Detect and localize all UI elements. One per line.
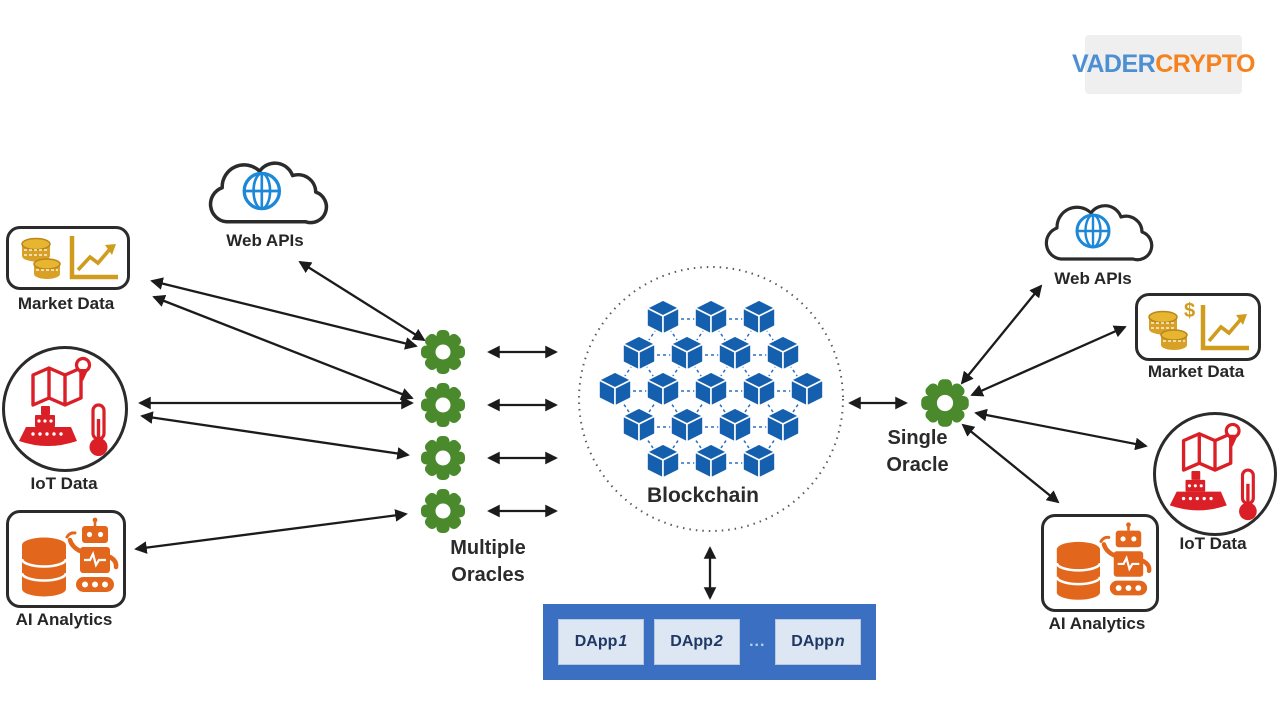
iot-data-left-node <box>2 346 128 472</box>
ai-analytics-left-node <box>6 510 126 608</box>
market-data-left-node <box>6 226 130 290</box>
thermometer-icon <box>1239 468 1257 521</box>
arrow-singleoracle-iot-right <box>974 408 1148 451</box>
dapp-2-suffix: 2 <box>713 633 723 650</box>
single-oracle-line2: Oracle <box>886 454 949 476</box>
robot-icon <box>65 517 119 592</box>
market-data-left-label: Market Data <box>17 294 115 313</box>
blockchain-cube-icon <box>718 407 752 443</box>
blockchain-cube-icon <box>694 371 728 407</box>
oracle-gear-icon-3 <box>421 436 465 480</box>
logo-text-vader: VADER <box>1072 50 1156 78</box>
blockchain-cube-icon <box>646 299 680 335</box>
oracle-gear-icon-1 <box>421 330 465 374</box>
dapps-ellipsis: ... <box>749 633 766 650</box>
arrow-webapis-left-oracle1 <box>298 260 426 342</box>
web-apis-right-label: Web APIs <box>1054 269 1132 288</box>
dollar-sign: $ <box>1184 300 1195 322</box>
location-pin-icon <box>1224 422 1241 447</box>
arrow-singleoracle-webapis-right <box>960 284 1043 385</box>
oracle-gear-icon-4 <box>421 489 465 533</box>
thermometer-icon <box>89 403 108 456</box>
blockchain-cube-icon <box>718 335 752 371</box>
blockchain-cube-icon <box>598 371 632 407</box>
arrow-marketdata-left-oracle1 <box>150 277 418 350</box>
blockchain-cube-icon <box>742 299 776 335</box>
dapp-n-suffix: n <box>834 633 845 650</box>
market-data-right-node: $ <box>1135 293 1261 361</box>
multiple-oracles-line2: Oracles <box>451 564 525 586</box>
market-data-right-icon: $ <box>1148 300 1249 351</box>
web-apis-cloud-icon <box>208 161 329 225</box>
blockchain-cube-icon <box>670 335 704 371</box>
blockchain-cube-icon <box>622 335 656 371</box>
blockchain-cube-icon <box>694 443 728 479</box>
dapp-1-suffix: 1 <box>618 633 628 650</box>
iot-data-right-node <box>1153 412 1277 536</box>
blockchain-cube-icon <box>622 407 656 443</box>
arrow-iot-left-oracle3 <box>140 411 410 460</box>
single-oracle-gear-icon <box>921 379 969 427</box>
iot-data-left-label: IoT Data <box>30 474 98 493</box>
ai-analytics-right-label: AI Analytics <box>1048 614 1146 633</box>
web-apis-right-cloud-icon <box>1044 204 1154 262</box>
ai-analytics-icon <box>20 517 119 597</box>
arrow-singleoracle-marketdata-right <box>970 325 1127 397</box>
ship-icon <box>19 406 77 446</box>
blockchain-cube-icon <box>694 299 728 335</box>
location-pin-icon <box>74 356 92 381</box>
web-apis-left-label: Web APIs <box>226 231 304 250</box>
oracle-gear-icon-2 <box>421 383 465 427</box>
market-data-right-label: Market Data <box>1147 362 1245 381</box>
robot-icon <box>1099 522 1152 596</box>
logo-text-crypto: CRYPTO <box>1155 50 1255 78</box>
map-icon <box>31 366 83 407</box>
dapp-n-prefix: DApp <box>791 633 834 650</box>
arrow-marketdata-left-oracle2 <box>152 295 414 400</box>
blockchain-label: Blockchain <box>646 484 760 507</box>
single-oracle-label: Single Oracle <box>855 425 980 479</box>
map-icon <box>1181 432 1233 472</box>
ship-icon <box>1169 471 1227 511</box>
iot-icons <box>19 356 108 456</box>
ai-analytics-right-icon <box>1055 522 1152 600</box>
single-oracle-line1: Single <box>887 427 948 449</box>
dapp-2-prefix: DApp <box>670 633 713 650</box>
multiple-oracles-line1: Multiple <box>450 537 526 559</box>
ai-analytics-left-label: AI Analytics <box>15 610 113 629</box>
blockchain-cube-icon <box>646 371 680 407</box>
blockchain-cube-icon <box>766 407 800 443</box>
blockchain-cube-icon <box>742 443 776 479</box>
blockchain-cube-icon <box>766 335 800 371</box>
coins-icon <box>21 237 61 279</box>
blockchain-network <box>578 266 844 532</box>
iot-right-icons <box>1169 422 1257 521</box>
market-data-icon <box>21 236 118 280</box>
dapp-1-prefix: DApp <box>574 633 618 650</box>
ai-analytics-right-node <box>1041 514 1159 612</box>
trend-chart-icon <box>1200 305 1249 351</box>
blockchain-cube-icon <box>742 371 776 407</box>
trend-chart-icon <box>69 236 118 280</box>
blockchain-cube-icon <box>670 407 704 443</box>
blockchain-cube-icon <box>790 371 824 407</box>
database-icon <box>20 537 68 597</box>
coins-icon <box>1148 310 1188 350</box>
arrow-ai-left-oracle4 <box>134 509 408 554</box>
blockchain-cube-icon <box>646 443 680 479</box>
iot-data-right-label: IoT Data <box>1179 534 1247 553</box>
database-icon <box>1055 541 1102 600</box>
blockchain-cubes <box>598 299 824 479</box>
multiple-oracles-label: Multiple Oracles <box>398 535 578 589</box>
